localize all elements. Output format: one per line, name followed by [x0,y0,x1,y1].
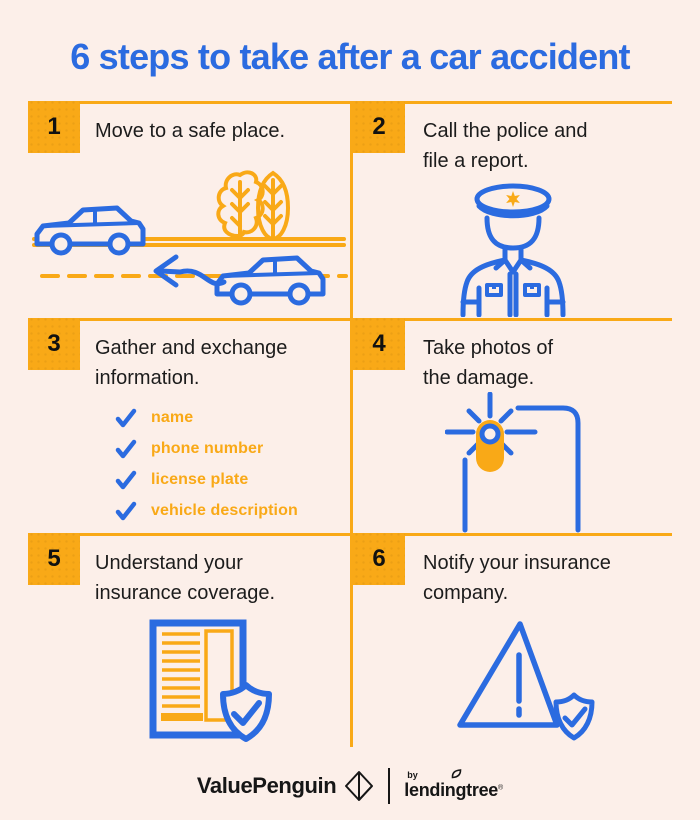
lendingtree-lockup: by lendingtree® [404,768,504,801]
step-4-number-badge: 4 [353,318,405,370]
exchange-info-checklist: name phone number license plate vehicle … [115,402,298,526]
check-icon [115,470,137,489]
step-4-cell: 4 Take photos of the damage. [350,318,672,533]
badge-star-icon [506,191,520,207]
lendingtree-wordmark: lendingtree [404,779,498,800]
police-officer-illustration [460,183,566,317]
step-4-text: Take photos of the damage. [423,337,554,389]
step-2-text: Call the police and file a report. [423,120,588,172]
step-3-cell: 3 Gather and exchange information. name … [28,318,350,533]
step-1-number-badge: 1 [28,101,80,153]
trademark-symbol: ® [498,784,504,792]
step-6-text: Notify your insurance company. [423,552,611,604]
step-2-number-badge: 2 [353,101,405,153]
step-1-text: Move to a safe place. [95,120,286,142]
step-1-cell: 1 Move to a safe place. [28,101,350,318]
footer-brand-lockup: ValuePenguin by lendingtree® [0,762,700,810]
step-6-number-badge: 6 [353,533,405,585]
step-2-cell: 2 Call the police and file a report. [350,101,672,318]
step-5-cell: 5 Understand your insurance coverage. [28,533,350,747]
by-label: by [407,769,418,780]
check-icon [115,408,137,427]
step-5-text: Understand your insurance coverage. [95,552,276,604]
page-title: 6 steps to take after a car accident [70,36,630,77]
step-5-number-badge: 5 [28,533,80,585]
check-icon [115,439,137,458]
list-item: phone number [115,433,298,464]
leaf-icon [451,768,462,778]
camera-phone-flash-illustration [445,392,581,533]
steps-grid: 1 Move to a safe place. [28,101,672,747]
step-3-number-badge: 3 [28,318,80,370]
brand-divider [388,768,391,804]
step-6-cell: 6 Notify your insurance company. [350,533,672,747]
list-item: name [115,402,298,433]
list-item: vehicle description [115,495,298,526]
warning-triangle-shield-illustration [457,621,595,741]
valuepenguin-diamond-logo [345,771,374,801]
insurance-policy-shield-illustration [149,619,272,742]
step-3-text: Gather and exchange information. [95,337,288,389]
check-icon [115,501,137,520]
valuepenguin-wordmark: ValuePenguin [196,773,337,798]
accident-scene-illustration [32,170,348,306]
list-item: license plate [115,464,298,495]
column-divider [350,101,353,747]
